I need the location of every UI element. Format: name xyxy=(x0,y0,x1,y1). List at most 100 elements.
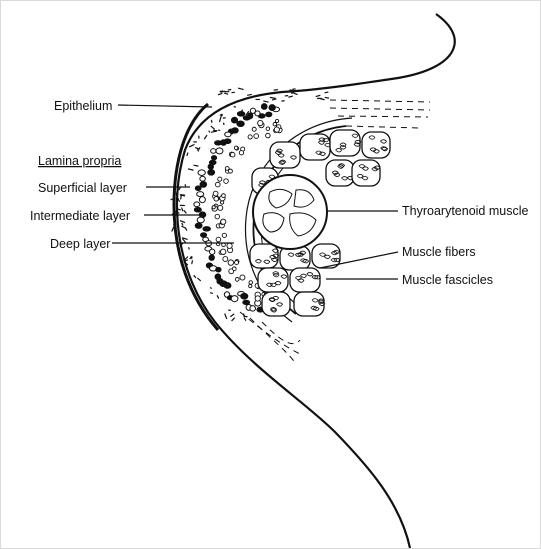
deep-circle xyxy=(212,206,215,209)
intermediate-dot xyxy=(211,149,216,154)
superficial-mark xyxy=(184,210,187,213)
deep-circle xyxy=(230,152,235,157)
superficial-mark xyxy=(176,193,177,197)
superficial-mark xyxy=(232,318,235,321)
superficial-mark xyxy=(210,287,212,288)
muscle-fascicle xyxy=(270,142,300,168)
intermediate-dot xyxy=(208,164,213,169)
superficial-mark xyxy=(209,131,210,133)
deep-circle xyxy=(222,233,226,237)
superficial-mark xyxy=(210,293,213,294)
deep-circle xyxy=(258,120,263,125)
superficial-mark xyxy=(180,221,185,223)
superficial-mark xyxy=(189,247,190,249)
superficial-mark xyxy=(234,107,236,108)
intermediate-dot xyxy=(243,300,250,304)
epithelium-boundary xyxy=(174,104,218,330)
deep-circle xyxy=(235,278,239,282)
label-thyroarytenoid-muscle: Thyroarytenoid muscle xyxy=(402,204,528,218)
intermediate-dot xyxy=(211,156,216,160)
intermediate-dot xyxy=(198,170,205,176)
intermediate-dot xyxy=(231,296,238,302)
superficial-mark xyxy=(185,228,187,231)
deep-circle xyxy=(216,237,221,242)
label-lamina-propria: Lamina propria xyxy=(38,154,121,168)
intermediate-dot xyxy=(215,141,222,145)
intermediate-dot xyxy=(241,293,248,299)
superficial-mark xyxy=(182,223,183,226)
superficial-mark xyxy=(247,94,252,95)
deep-circle xyxy=(214,197,219,202)
deep-circle xyxy=(220,249,225,254)
intermediate-dot xyxy=(237,121,244,127)
superficial-mark xyxy=(217,295,219,298)
deep-circle xyxy=(222,194,226,198)
intermediate-dot xyxy=(201,233,207,237)
deep-circle xyxy=(240,275,245,280)
deep-circle xyxy=(224,179,229,184)
deep-circle xyxy=(228,260,233,265)
superficial-mark xyxy=(197,278,200,281)
intermediate-dot xyxy=(199,197,205,203)
deep-circle xyxy=(252,127,256,131)
deep-circle xyxy=(223,257,228,262)
superficial-mark xyxy=(182,208,183,212)
superficial-mark xyxy=(288,96,292,97)
intermediate-dot xyxy=(266,112,272,117)
superficial-mark xyxy=(228,90,231,91)
superficial-mark xyxy=(178,209,181,210)
intermediate-dot xyxy=(261,104,267,110)
deep-circle xyxy=(274,127,279,132)
intermediate-dot xyxy=(197,217,204,223)
label-superficial-layer: Superficial layer xyxy=(38,181,127,195)
superficial-mark xyxy=(325,92,329,93)
intermediate-dot xyxy=(224,283,231,289)
intermediate-dot xyxy=(195,223,202,228)
deep-circle xyxy=(266,133,271,138)
intermediate-dot xyxy=(225,132,231,137)
intermediate-dot xyxy=(237,111,244,116)
label-muscle-fibers: Muscle fibers xyxy=(402,245,476,259)
label-muscle-fascicles: Muscle fascicles xyxy=(402,273,493,287)
superficial-mark xyxy=(194,165,199,166)
superficial-mark xyxy=(192,260,193,264)
intermediate-dot xyxy=(203,227,211,231)
superficial-mark xyxy=(172,227,174,232)
superficial-mark xyxy=(188,169,194,170)
intermediate-dot xyxy=(194,207,201,212)
superficial-mark xyxy=(218,130,220,131)
label-epithelium: Epithelium xyxy=(54,99,112,113)
superficial-mark xyxy=(185,184,186,186)
intermediate-dot xyxy=(216,267,221,271)
superficial-mark xyxy=(320,99,325,100)
deep-circle xyxy=(213,191,218,196)
deep-circle xyxy=(221,219,226,224)
deep-circle xyxy=(255,296,260,301)
deep-circle xyxy=(249,284,252,287)
superficial-mark xyxy=(228,310,231,311)
intermediate-dot xyxy=(195,186,201,191)
superficial-mark xyxy=(325,97,329,98)
superficial-mark xyxy=(187,153,188,156)
superficial-mark xyxy=(225,314,227,319)
deep-circle xyxy=(254,134,259,139)
deep-circle xyxy=(234,146,237,149)
superficial-mark xyxy=(218,93,222,94)
intermediate-dot xyxy=(209,255,214,260)
intermediate-dot xyxy=(269,105,275,111)
deep-circle xyxy=(227,243,232,248)
leader-epithelium xyxy=(118,105,212,107)
superficial-mark xyxy=(294,93,298,94)
superficial-mark xyxy=(219,116,221,122)
label-deep-layer: Deep layer xyxy=(50,237,110,251)
superficial-mark xyxy=(179,187,181,190)
muscle-fascicle xyxy=(352,160,380,186)
deep-circle xyxy=(266,127,269,130)
muscle-fascicle xyxy=(290,268,320,292)
superficial-mark xyxy=(238,88,244,89)
superficial-mark xyxy=(274,90,278,91)
deep-circle xyxy=(248,135,252,139)
superficial-mark xyxy=(211,131,217,132)
superficial-mark xyxy=(197,149,198,151)
